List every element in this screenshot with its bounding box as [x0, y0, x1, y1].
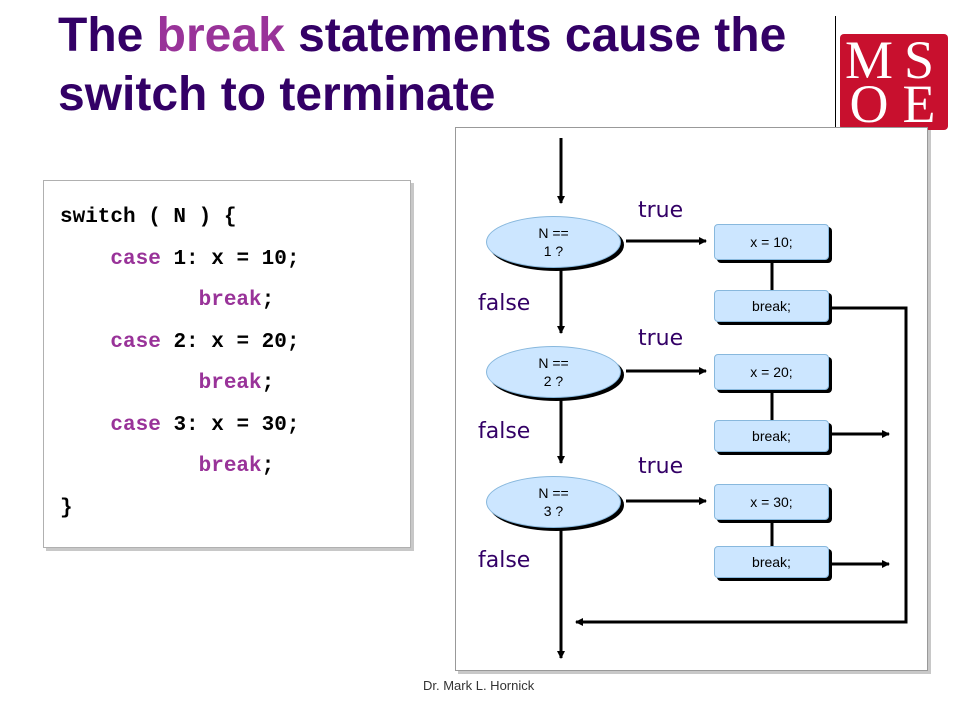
action-box-3: x = 30;: [714, 484, 829, 520]
semicolon: ;: [261, 289, 275, 312]
code-line-case-3: case 3: x = 30;: [60, 405, 410, 447]
action-box-2: x = 20;: [714, 354, 829, 390]
title-part1: The: [58, 9, 157, 62]
semicolon: ;: [261, 455, 275, 478]
msoe-logo: M S O E: [840, 34, 948, 130]
break-exit-path: [575, 306, 908, 626]
title-part2: statements cause the switch to terminate: [58, 9, 787, 121]
false-label-2: false: [478, 419, 531, 444]
code-line-break-2: break;: [60, 363, 410, 405]
decision-text: N ==: [538, 485, 569, 501]
decision-text: 1 ?: [543, 243, 564, 259]
decision-text: 2 ?: [543, 373, 564, 389]
decision-text: 3 ?: [543, 503, 564, 519]
logo-letter-s: S: [903, 34, 935, 90]
case-body: 3: x = 30;: [160, 413, 300, 437]
false-label-3: false: [478, 548, 531, 573]
decision-text: N ==: [538, 355, 569, 371]
code-line-break-1: break;: [60, 280, 410, 322]
break-keyword: break: [198, 289, 262, 312]
break-keyword: break: [198, 455, 262, 478]
break-box-1: break;: [714, 290, 829, 322]
false-label-1: false: [478, 291, 531, 316]
break-keyword: break: [198, 372, 262, 395]
footer-author: Dr. Mark L. Hornick: [423, 678, 535, 693]
true-label-3: true: [638, 454, 684, 479]
case-keyword: case: [110, 330, 161, 354]
flowchart-panel: N == 1 ? N == 2 ? N == 3 ? x = 10; break; x…: [455, 127, 928, 671]
logo-letter-o: O: [849, 74, 889, 130]
case-body: 2: x = 20;: [160, 330, 300, 354]
flowchart-connectors: [557, 138, 908, 659]
code-line-case-1: case 1: x = 10;: [60, 239, 410, 281]
break-box-2: break;: [714, 420, 829, 452]
case-keyword: case: [110, 413, 161, 437]
logo-letter-m: M: [844, 34, 893, 90]
logo-letter-e: E: [902, 74, 936, 130]
decision-node-3: N == 3 ?: [486, 476, 621, 528]
semicolon: ;: [261, 372, 275, 395]
decision-text: N ==: [538, 225, 569, 241]
action-box-1: x = 10;: [714, 224, 829, 260]
code-line-break-3: break;: [60, 446, 410, 488]
case-body: 1: x = 10;: [160, 247, 300, 271]
true-label-1: true: [638, 198, 684, 223]
decision-node-1: N == 1 ?: [486, 216, 621, 268]
slide-title: The break statements cause the switch to…: [58, 6, 818, 124]
code-line-close: }: [60, 496, 73, 520]
decision-node-2: N == 2 ?: [486, 346, 621, 398]
true-label-2: true: [638, 326, 684, 351]
code-panel: switch ( N ) { case 1: x = 10; break; ca…: [43, 180, 411, 548]
title-keyword: break: [156, 9, 285, 62]
break-box-3: break;: [714, 546, 829, 578]
case-keyword: case: [110, 247, 161, 271]
code-line-case-2: case 2: x = 20;: [60, 322, 410, 364]
code-line-switch: switch ( N ) {: [60, 206, 237, 229]
